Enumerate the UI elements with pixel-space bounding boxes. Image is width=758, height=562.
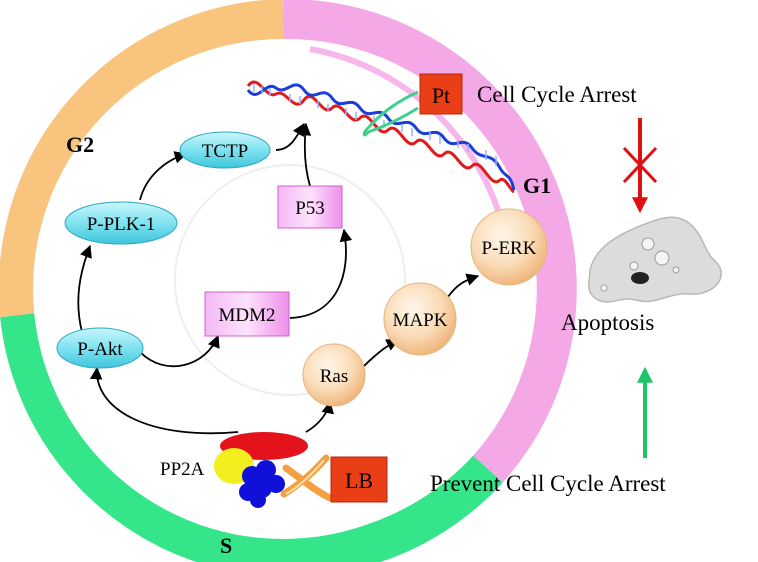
inhibited-arrow bbox=[622, 118, 658, 214]
p53-label: P53 bbox=[295, 198, 325, 219]
ras-label: Ras bbox=[320, 366, 349, 387]
pt-label: Pt bbox=[432, 83, 450, 108]
pp2a-label: PP2A bbox=[160, 459, 205, 480]
p-plk-1-node: P-PLK-1 bbox=[64, 201, 178, 245]
g2-label: G2 bbox=[66, 132, 94, 157]
apoptotic-cell-icon bbox=[588, 216, 722, 303]
lb-drug-box: LB bbox=[330, 456, 388, 503]
lb-label: LB bbox=[345, 468, 373, 493]
ras-node: Ras bbox=[302, 343, 366, 407]
apoptosis-label: Apoptosis bbox=[561, 310, 654, 335]
tctp-node: TCTP bbox=[179, 131, 271, 169]
p-akt-node: P-Akt bbox=[56, 327, 144, 369]
mapk-node: MAPK bbox=[383, 282, 457, 356]
g1-phase-arc bbox=[282, 0, 577, 483]
p-erk-label: P-ERK bbox=[482, 238, 537, 259]
p-plk-1-label: P-PLK-1 bbox=[87, 214, 156, 235]
g2-phase-arc bbox=[0, 0, 284, 317]
p-akt-label: P-Akt bbox=[77, 339, 123, 360]
faint-inner-circle bbox=[174, 164, 406, 396]
g1-label: G1 bbox=[523, 173, 551, 198]
arrow-pakt-to-pplk1 bbox=[77, 244, 92, 333]
arrow-pp2a-to-pakt bbox=[89, 366, 239, 435]
pt-binding-icon bbox=[362, 90, 419, 137]
tctp-label: TCTP bbox=[202, 141, 248, 162]
dna-helix-icon bbox=[246, 80, 516, 194]
cell-cycle-arrest-label: Cell Cycle Arrest bbox=[477, 82, 637, 107]
pt-drug-box: Pt bbox=[419, 73, 463, 115]
pp2a-complex-icon bbox=[214, 432, 308, 508]
arrow-mdm2-to-p53 bbox=[289, 228, 353, 319]
arrow-p53-to-dna bbox=[298, 122, 312, 187]
p53-node: P53 bbox=[277, 185, 343, 229]
mdm2-node: MDM2 bbox=[204, 291, 290, 337]
pathway-arrows bbox=[77, 122, 480, 435]
inner-ring-border bbox=[33, 39, 533, 539]
arrow-pplk1-to-tctp bbox=[139, 151, 188, 201]
s-phase-arc bbox=[0, 312, 503, 562]
lb-molecule-icon bbox=[280, 454, 334, 502]
s-label: S bbox=[220, 533, 232, 558]
arrow-pakt-to-mdm2 bbox=[139, 334, 220, 368]
mdm2-label: MDM2 bbox=[218, 305, 275, 326]
p-erk-node: P-ERK bbox=[470, 208, 548, 286]
mapk-label: MAPK bbox=[393, 310, 448, 331]
prevent-cell-cycle-arrest-label: Prevent Cell Cycle Arrest bbox=[430, 471, 666, 496]
cell-cycle-ring bbox=[0, 0, 577, 562]
